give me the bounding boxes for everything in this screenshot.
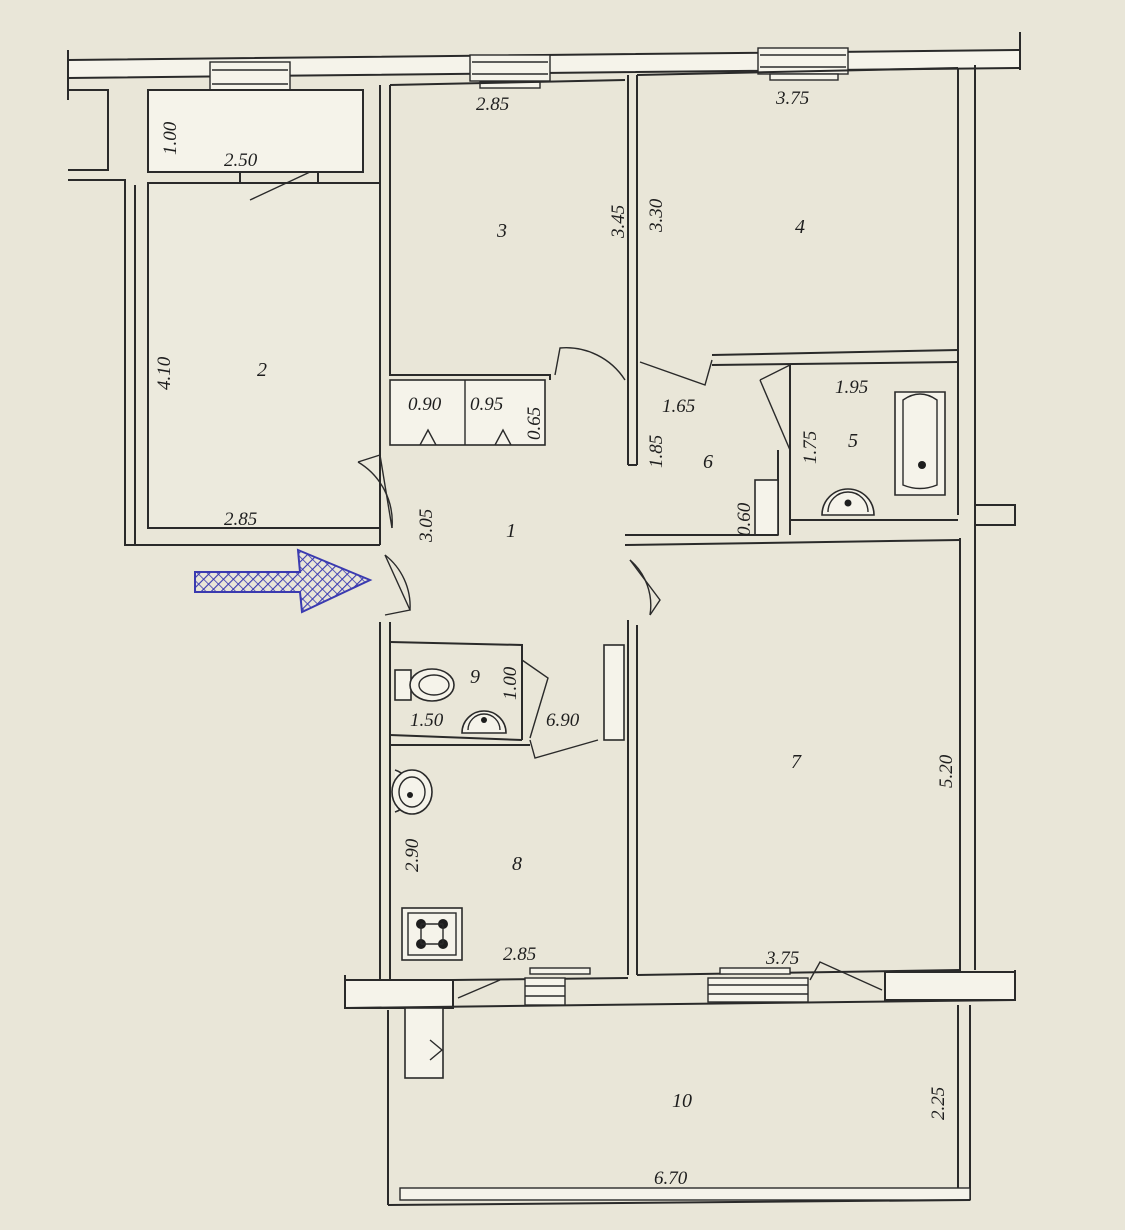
- room-label-2: 2: [257, 359, 267, 381]
- dim-r3-width: 2.85: [476, 94, 509, 115]
- bathtub-icon: [894, 391, 946, 496]
- room-label-6: 6: [703, 451, 713, 473]
- dim-r7-height: 5.20: [936, 754, 957, 788]
- dim-hall-length: 6.90: [546, 710, 580, 731]
- entrance-arrow-icon: [194, 548, 373, 614]
- stove-icon: [401, 907, 463, 961]
- dim-r2-balcony: 2.50: [224, 150, 258, 171]
- dim-r2-width: 2.85: [224, 509, 257, 530]
- room-labels: 1 2 3 4 5 6 7 8 9 10: [257, 216, 858, 1112]
- dimension-labels: 1.00 2.50 4.10 2.85 2.85 3.45 3.30 3.75 …: [154, 88, 957, 1189]
- wc-9: [379, 622, 599, 980]
- room-3-walls: [379, 75, 638, 466]
- dim-loggia-width: 6.70: [654, 1168, 688, 1189]
- loggia-10: [387, 1005, 971, 1206]
- room-label-9: 9: [470, 666, 480, 688]
- dim-hall-width: 3.05: [416, 509, 437, 543]
- dim-r4-height: 3.30: [646, 198, 667, 233]
- dim-closet-1: 0.90: [408, 394, 442, 415]
- room-4-walls: [636, 67, 959, 386]
- room-label-4: 4: [795, 216, 805, 238]
- dim-r4-width: 3.75: [775, 88, 809, 109]
- dim-r2-height: 4.10: [154, 356, 175, 390]
- room-label-3: 3: [496, 220, 507, 242]
- bathroom-5: [754, 363, 958, 536]
- dim-r2-top: 1.00: [160, 121, 181, 155]
- dim-wc-height: 1.00: [500, 666, 521, 700]
- window-icon: [469, 54, 551, 89]
- hall-walls: [357, 454, 961, 616]
- room-2-walls: [147, 89, 381, 529]
- room-label-7: 7: [791, 751, 802, 773]
- window-icon: [757, 47, 849, 81]
- dim-kitchen-width: 2.85: [503, 944, 536, 965]
- window-icon: [209, 61, 291, 93]
- room-7-walls: [603, 620, 961, 976]
- dim-corridor-nook: 0.60: [734, 502, 755, 536]
- sink-icon: [391, 769, 433, 815]
- dim-r3-height: 3.45: [608, 205, 629, 239]
- room-label-1: 1: [506, 520, 516, 542]
- dim-corridor-height: 1.85: [646, 435, 667, 468]
- closets: [389, 379, 546, 446]
- dim-bath-height: 1.75: [800, 431, 821, 464]
- dim-corridor-width: 1.65: [662, 396, 695, 417]
- dim-r7-width: 3.75: [765, 948, 799, 969]
- toilet-icon: [394, 668, 455, 702]
- kitchen-8: [391, 769, 463, 961]
- room-label-5: 5: [848, 430, 858, 452]
- room-label-8: 8: [512, 853, 522, 875]
- sink-icon: [461, 710, 507, 734]
- dim-wc-width: 1.50: [410, 710, 444, 731]
- room-label-10: 10: [672, 1090, 692, 1112]
- dim-closet-2: 0.95: [470, 394, 503, 415]
- dim-closet-depth: 0.65: [524, 407, 545, 440]
- dim-bath-width: 1.95: [835, 377, 868, 398]
- dim-loggia-height: 2.25: [928, 1087, 949, 1120]
- sink-icon: [821, 488, 875, 516]
- loggia-walls: [344, 961, 1016, 1009]
- dim-kitchen-height: 2.90: [402, 838, 423, 872]
